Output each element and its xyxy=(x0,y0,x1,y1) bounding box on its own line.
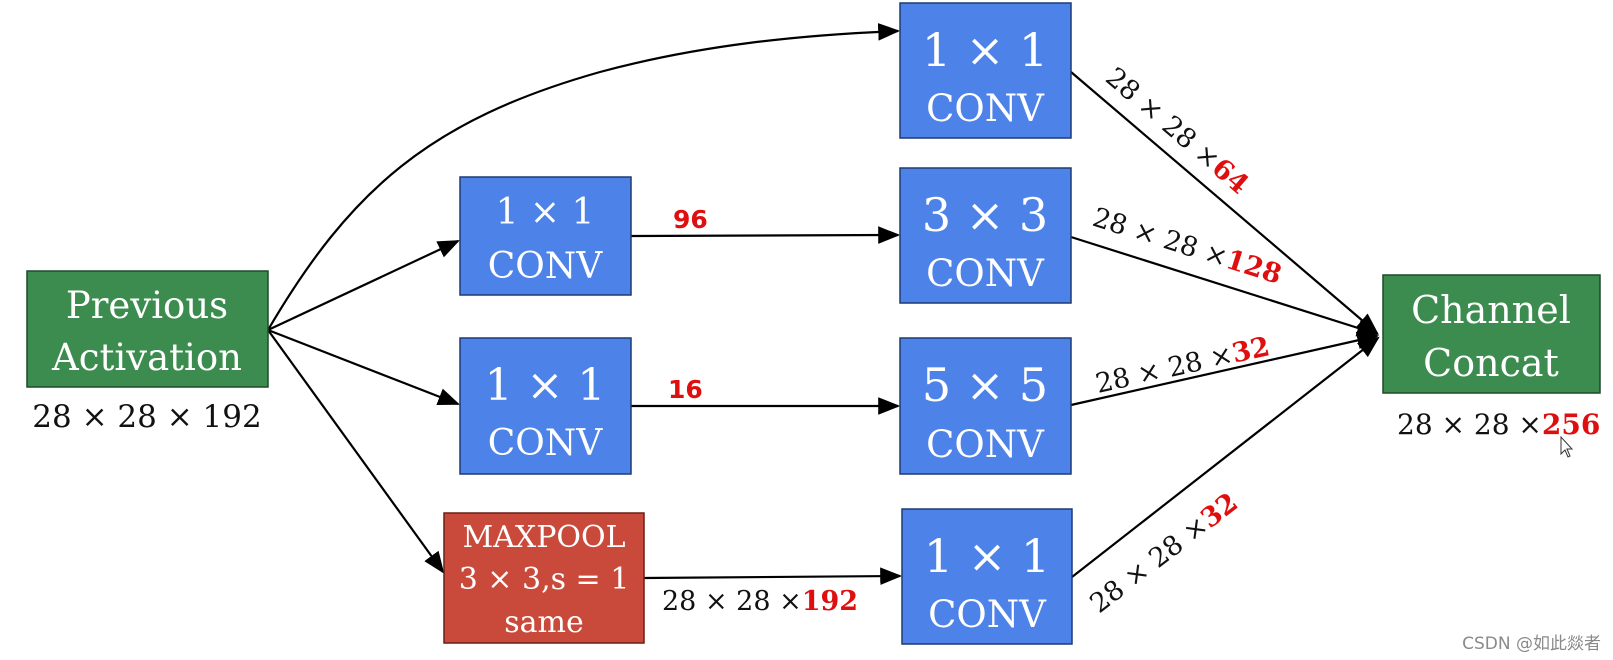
conv1x1-top-line1: 1 × 1 xyxy=(922,23,1048,77)
mouse-cursor-icon xyxy=(1560,435,1574,458)
label-conv3x3-out-channels: 128 xyxy=(1222,244,1285,291)
channel-concat-dims-channels: 256 xyxy=(1542,408,1600,441)
label-conv5x5-out-channels: 32 xyxy=(1229,331,1272,369)
conv5x5-line1: 5 × 5 xyxy=(922,358,1048,412)
watermark-text: CSDN @如此燚者 xyxy=(1462,634,1601,654)
label-bottom-out-prefix: 28 × 28 × xyxy=(1084,510,1214,620)
arrow-conv1x1-top-to-concat xyxy=(1070,71,1379,335)
channel-concat-line2: Concat xyxy=(1423,341,1559,385)
label-bottleneck-b-channels: 16 xyxy=(668,375,703,404)
arrow-conv3x3-to-concat xyxy=(1070,235,1380,337)
arrow-bottleneck-a-to-conv3x3 xyxy=(630,226,901,244)
label-bottleneck-a-channels: 96 xyxy=(673,205,708,234)
label-maxpool-out-prefix: 28 × 28 × xyxy=(662,586,802,617)
conv3x3-line2: CONV xyxy=(926,252,1045,295)
conv1x1-top-line2: CONV xyxy=(926,87,1045,130)
bottleneck-b-line2: CONV xyxy=(488,423,604,464)
label-conv3x3-out: 28 × 28 ×128 xyxy=(1089,202,1285,291)
channel-concat-line1: Channel xyxy=(1411,288,1571,332)
arrow-prev-to-bottleneck-b xyxy=(267,328,461,406)
label-top-out: 28 × 28 ×64 xyxy=(1099,62,1254,201)
bottleneck-a-line1: 1 × 1 xyxy=(496,192,595,233)
label-maxpool-out-channels: 192 xyxy=(802,586,858,617)
node-channel-concat: Channel Concat 28 × 28 ×256 xyxy=(1382,274,1601,441)
previous-activation-line1: Previous xyxy=(66,284,228,327)
arrow-maxpool-to-conv1x1-bottom xyxy=(643,567,903,585)
label-conv5x5-out-prefix: 28 × 28 × xyxy=(1093,339,1236,400)
label-top-out-prefix: 28 × 28 × xyxy=(1099,62,1225,176)
label-maxpool-out: 28 × 28 ×192 xyxy=(662,586,858,617)
node-conv1x1-bottleneck-b: 1 × 1 CONV xyxy=(459,337,632,475)
conv5x5-line2: CONV xyxy=(926,423,1045,466)
label-conv3x3-out-prefix: 28 × 28 × xyxy=(1089,202,1232,274)
maxpool-line2: 3 × 3,s = 1 xyxy=(459,562,630,597)
node-conv1x1-bottleneck-a: 1 × 1 CONV xyxy=(459,176,632,296)
conv1x1-bottom-line1: 1 × 1 xyxy=(924,529,1050,583)
bottleneck-b-line1: 1 × 1 xyxy=(485,360,606,411)
channel-concat-dims-prefix: 28 × 28 × xyxy=(1397,408,1542,441)
previous-activation-line2: Activation xyxy=(51,336,242,379)
bottleneck-a-line2: CONV xyxy=(488,246,604,287)
conv1x1-bottom-line2: CONV xyxy=(928,593,1047,636)
arrow-prev-to-maxpool xyxy=(267,329,445,574)
arrow-conv5x5-to-concat xyxy=(1070,331,1380,407)
edges xyxy=(267,23,1380,585)
node-conv1x1-bottom: 1 × 1 CONV xyxy=(901,508,1073,645)
channel-concat-dims: 28 × 28 ×256 xyxy=(1397,408,1600,441)
previous-activation-dims: 28 × 28 × 192 xyxy=(32,399,261,435)
label-bottom-out: 28 × 28 ×32 xyxy=(1084,487,1244,620)
node-conv1x1-top: 1 × 1 CONV xyxy=(899,2,1072,139)
arrow-prev-to-bottleneck-a xyxy=(267,240,460,331)
arrow-prev-to-conv1x1-top xyxy=(267,23,901,331)
node-conv3x3: 3 × 3 CONV xyxy=(899,167,1072,304)
maxpool-line3: same xyxy=(504,605,583,640)
label-conv5x5-out: 28 × 28 ×32 xyxy=(1093,331,1273,400)
node-conv5x5: 5 × 5 CONV xyxy=(899,337,1072,475)
node-maxpool: MAXPOOL 3 × 3,s = 1 same xyxy=(443,512,645,644)
arrow-conv1x1-bottom-to-concat xyxy=(1071,336,1380,578)
maxpool-line1: MAXPOOL xyxy=(462,520,625,555)
node-previous-activation: Previous Activation 28 × 28 × 192 xyxy=(26,270,269,435)
conv3x3-line1: 3 × 3 xyxy=(922,188,1048,242)
